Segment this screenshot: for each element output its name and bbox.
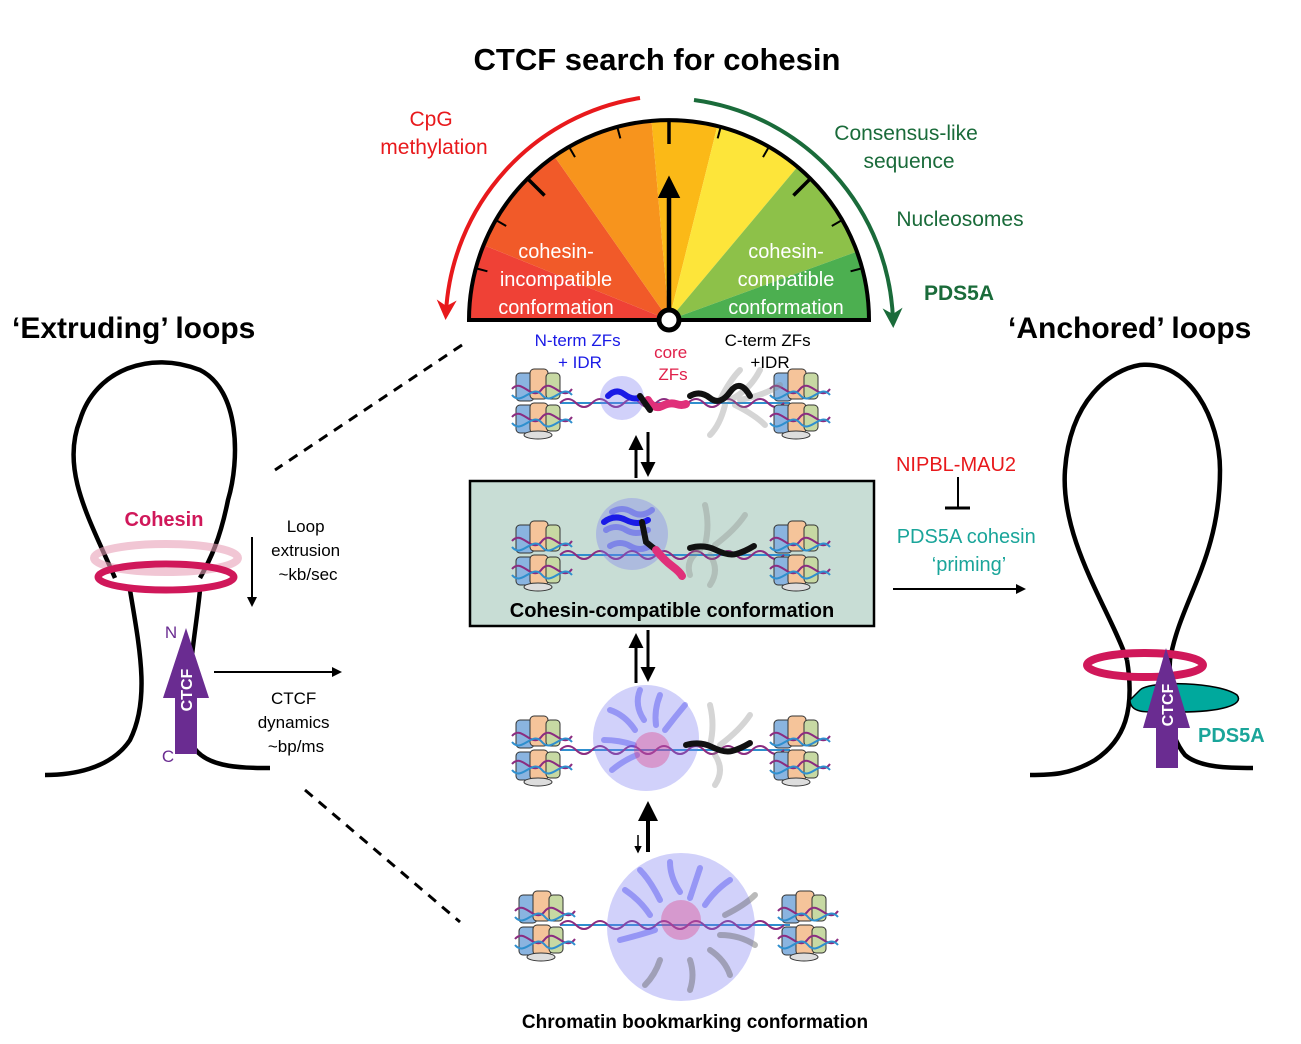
- cterm-zfs-label: C-term ZFs +IDR: [725, 331, 816, 372]
- gauge-tick: [568, 146, 576, 158]
- core-zfs-label: core ZFs: [654, 343, 692, 384]
- zoom-line-bottom: [304, 788, 461, 924]
- ctcf-dynamics-label: CTCF dynamics ~bp/ms: [258, 689, 335, 756]
- n-terminus-label: N: [165, 623, 177, 642]
- gauge-hub: [656, 307, 682, 333]
- gauge-segment: [669, 166, 857, 320]
- gauge-tick: [762, 146, 770, 158]
- gauge-tick: [475, 267, 488, 273]
- gauge-segment: [669, 125, 798, 320]
- gauge-tick: [526, 177, 546, 197]
- gauge-outline: [466, 118, 872, 322]
- extruding-loop-left-strand: [44, 589, 144, 778]
- cpg-methylation-label: CpG methylation: [380, 108, 487, 159]
- anchored-loop-left-strand: [1029, 659, 1132, 778]
- ctcf-arrow-label: CTCF: [179, 668, 196, 711]
- pds5a-priming-label: PDS5A cohesin ‘priming’: [897, 526, 1042, 576]
- nucleosomes-label: Nucleosomes: [896, 208, 1023, 231]
- pds5a-factor-label: PDS5A: [924, 282, 994, 305]
- cohesin-label: Cohesin: [125, 509, 204, 531]
- gauge-segment: [669, 251, 869, 320]
- gauge-tick: [616, 126, 622, 139]
- anchored-ctcf-label: CTCF: [1160, 683, 1177, 726]
- extruding-loop-upper: [71, 360, 238, 580]
- cohesin-compatible-box: [468, 479, 876, 628]
- main-title: CTCF search for cohesin: [474, 42, 841, 77]
- bottom-label: Chromatin bookmarking conformation: [522, 1012, 868, 1033]
- gauge-tick: [792, 177, 812, 197]
- gauge-segment: [554, 120, 669, 320]
- conformation-partial-bookmark: [511, 685, 831, 791]
- pds5a-label: PDS5A: [1198, 725, 1265, 747]
- zoom-line-top: [274, 343, 463, 472]
- box-label: Cohesin-compatible conformation: [510, 600, 834, 622]
- anchored-loop-upper: [1062, 362, 1223, 661]
- c-terminus-label: C: [162, 747, 174, 766]
- gauge-segment: [483, 156, 669, 320]
- anchored-ctcf-arrow: [1143, 648, 1190, 768]
- anchored-cohesin-ring: [1083, 649, 1207, 681]
- conformation-open: [511, 367, 831, 440]
- gauge-tick: [716, 126, 722, 139]
- gauge-tick: [495, 219, 507, 227]
- loop-extrusion-label: Loop extrusion ~kb/sec: [271, 517, 345, 584]
- left-factor-arrow: [436, 96, 641, 320]
- gauge-tick: [850, 267, 863, 273]
- cohesin-ring-ghost: [90, 540, 242, 576]
- nipbl-mau2-label: NIPBL-MAU2: [896, 454, 1016, 476]
- anchored-loops-title: ‘Anchored’ loops: [1008, 312, 1251, 345]
- gauge-segment: [469, 245, 669, 320]
- cohesin-ring: [94, 560, 238, 594]
- extruding-loops-title: ‘Extruding’ loops: [12, 312, 255, 345]
- right-factor-arrow: [693, 98, 903, 328]
- nterm-zfs-label: N-term ZFs + IDR: [535, 331, 626, 372]
- consensus-sequence-label: Consensus-like sequence: [834, 122, 983, 173]
- ctcf-arrow: [163, 628, 209, 754]
- conformation-bookmarking: [514, 853, 839, 1001]
- conformation-compatible: [511, 498, 831, 592]
- gauge-tick: [831, 219, 843, 227]
- pds5a-shape: [1129, 682, 1240, 713]
